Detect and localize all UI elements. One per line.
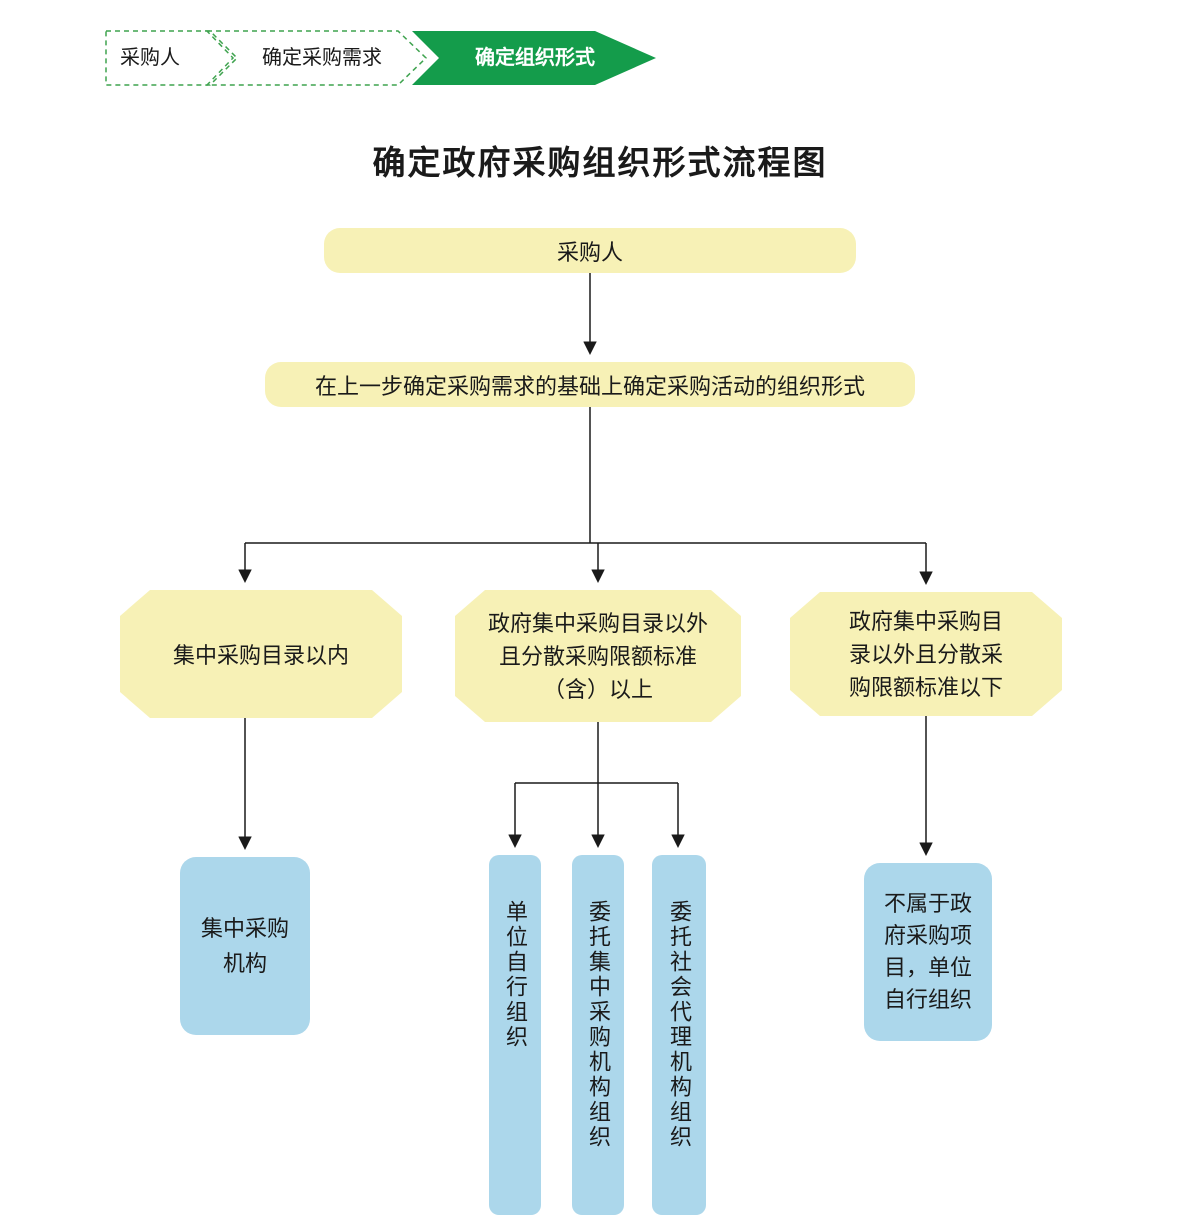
- breadcrumb-step-2-shape: [205, 30, 428, 86]
- node-result-self-organized: 单位自行组织: [489, 855, 541, 1215]
- node-cond-within-catalog: 集中采购目录以内: [120, 590, 402, 718]
- node-result-entrust-social-agency-label: 委托社会代理机构组织: [667, 900, 692, 1150]
- node-result-centralized-agency: 集中采购 机构: [180, 857, 310, 1035]
- node-cond-outside-catalog-above-limit: 政府集中采购目录以外 且分散采购限额标准 （含）以上: [455, 590, 741, 722]
- node-cond-within-catalog-label: 集中采购目录以内: [172, 643, 349, 668]
- node-result-entrust-centralized-agency: 委托集中采购机构组织: [572, 855, 624, 1215]
- breadcrumb-step-define-needs: 确定采购需求: [262, 47, 382, 69]
- node-cond-outside-catalog-above-limit-label: 政府集中采购目录以外 且分散采购限额标准 （含）以上: [487, 610, 708, 702]
- node-result-centralized-agency-label: 集中采购 机构: [200, 915, 289, 976]
- breadcrumb-step-3-shape-active: [412, 31, 656, 85]
- breadcrumb: [105, 30, 656, 86]
- node-determine-org-form-label: 在上一步确定采购需求的基础上确定采购活动的组织形式: [314, 373, 865, 399]
- node-result-not-gov-procurement: 不属于政 府采购项 目，单位 自行组织: [864, 863, 992, 1041]
- node-purchaser-label: 采购人: [556, 239, 623, 265]
- node-result-entrust-social-agency: 委托社会代理机构组织: [652, 855, 706, 1215]
- breadcrumb-step-purchaser: 采购人: [120, 47, 180, 69]
- node-purchaser: 采购人: [324, 228, 856, 273]
- node-cond-outside-catalog-below-limit-label: 政府集中采购目 录以外且分散采 购限额标准以下: [848, 608, 1003, 700]
- node-determine-org-form: 在上一步确定采购需求的基础上确定采购活动的组织形式: [265, 362, 915, 407]
- page-title: 确定政府采购组织形式流程图: [372, 146, 828, 182]
- node-result-not-gov-procurement-label: 不属于政 府采购项 目，单位 自行组织: [883, 891, 972, 1012]
- node-result-self-organized-label: 单位自行组织: [503, 900, 528, 1050]
- node-cond-outside-catalog-below-limit: 政府集中采购目 录以外且分散采 购限额标准以下: [790, 592, 1062, 716]
- breadcrumb-step-define-org-form: 确定组织形式: [475, 47, 595, 69]
- node-result-entrust-centralized-agency-label: 委托集中采购机构组织: [586, 900, 611, 1150]
